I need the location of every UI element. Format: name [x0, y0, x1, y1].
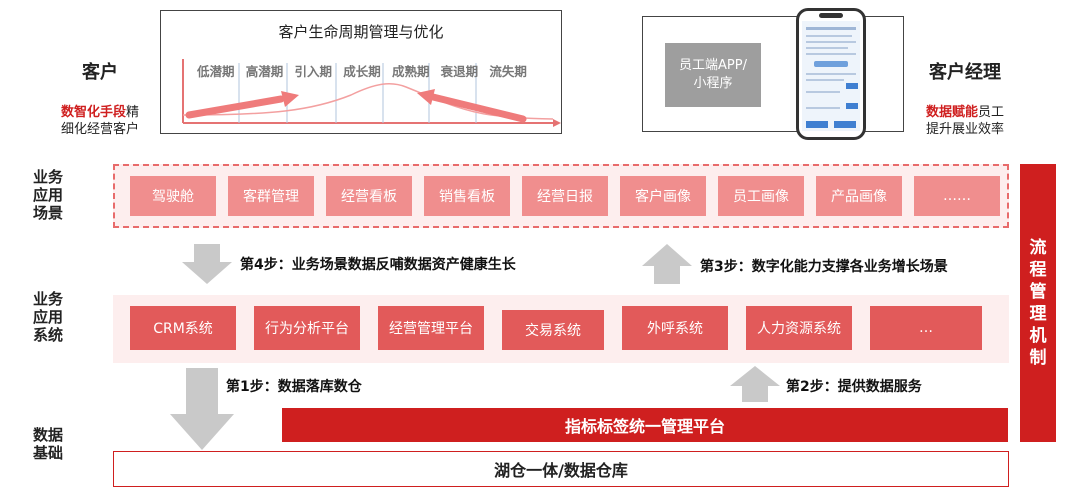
- phone-notch: [819, 13, 843, 18]
- row-label-text: 应用: [32, 308, 63, 326]
- lifecycle-arrow-down-head: [417, 89, 435, 105]
- lakehouse-bar: 湖仓一体/数据仓库: [113, 451, 1009, 487]
- lifecycle-panel: 客户生命周期管理与优化 低潜期 高潜期 引入期 成长期 成熟期 衰退期 流失期: [160, 10, 562, 134]
- scenario-item: 驾驶舱: [130, 176, 216, 216]
- step2-arrow-up: [730, 366, 780, 402]
- employee-app-label-line1: 员工端APP/: [679, 58, 747, 73]
- manager-desc: 数据赋能员工 提升展业效率: [905, 104, 1025, 138]
- lifecycle-chart: [182, 59, 561, 127]
- row-label-scenarios: 业务 应用 场景: [28, 168, 68, 222]
- row-label-text: 系统: [32, 326, 63, 344]
- customer-desc: 数智化手段精 细化经营客户: [40, 104, 160, 138]
- step3-arrow-up: [642, 244, 692, 284]
- system-item: …: [870, 306, 982, 350]
- scenario-item: ……: [914, 176, 1000, 216]
- row-label-text: 基础: [32, 444, 63, 462]
- phase-label: 成熟期: [391, 64, 430, 79]
- scenario-item: 产品画像: [816, 176, 902, 216]
- row-label-systems: 业务 应用 系统: [28, 290, 68, 344]
- scenario-item: 经营日报: [522, 176, 608, 216]
- phase-label: 高潜期: [245, 64, 284, 79]
- process-char: 流: [1029, 238, 1047, 258]
- customer-desc-line2: 细化经营客户: [60, 122, 139, 137]
- row-label-text: 数据: [32, 426, 63, 444]
- tag-platform-bar: 指标标签统一管理平台: [282, 408, 1008, 442]
- process-char: 管: [1029, 282, 1047, 302]
- lifecycle-x-arrow: [553, 119, 561, 127]
- step4-text: 第4步：业务场景数据反哺数据资产健康生长: [240, 257, 516, 273]
- system-item: 行为分析平台: [254, 306, 360, 350]
- manager-desc-highlight: 数据赋能: [925, 105, 978, 120]
- row-label-text: 场景: [32, 204, 63, 222]
- scenario-item: 员工画像: [718, 176, 804, 216]
- row-label-text: 应用: [32, 186, 63, 204]
- step1-arrow-down: [170, 368, 234, 450]
- lifecycle-arrow-up-head: [281, 91, 299, 107]
- phase-label: 引入期: [294, 64, 332, 79]
- process-char: 程: [1029, 260, 1047, 280]
- customer-desc-highlight: 数智化手段: [60, 105, 126, 120]
- process-mechanism-bar: 流 程 管 理 机 制: [1020, 164, 1056, 442]
- step2-text: 第2步：提供数据服务: [786, 379, 922, 395]
- scenario-item: 经营看板: [326, 176, 412, 216]
- system-item: 人力资源系统: [746, 306, 852, 350]
- customer-desc-rest: 精: [126, 105, 140, 120]
- system-item: CRM系统: [130, 306, 236, 350]
- customer-title: 客户: [82, 62, 118, 83]
- row-label-foundation: 数据 基础: [28, 426, 68, 462]
- phase-label: 成长期: [343, 64, 381, 79]
- system-item: 外呼系统: [622, 306, 728, 350]
- employee-app-label-line2: 小程序: [693, 76, 733, 91]
- process-char: 理: [1029, 304, 1047, 324]
- phase-label: 衰退期: [440, 64, 479, 79]
- step4-arrow-down: [182, 244, 232, 284]
- system-item: 经营管理平台: [378, 306, 484, 350]
- manager-desc-rest: 员工: [978, 105, 1005, 120]
- scenario-item: 销售看板: [424, 176, 510, 216]
- phone-screen: [802, 21, 860, 131]
- scenario-item: 客户画像: [620, 176, 706, 216]
- lifecycle-arrow-down: [429, 93, 527, 123]
- system-item: 交易系统: [502, 310, 604, 350]
- employee-app-box: 员工端APP/ 小程序: [665, 43, 761, 107]
- process-char: 机: [1029, 326, 1047, 346]
- lifecycle-title: 客户生命周期管理与优化: [278, 23, 444, 41]
- scenario-item: 客群管理: [228, 176, 314, 216]
- phone-mockup: [796, 8, 866, 140]
- lifecycle-arrow-up: [185, 95, 285, 119]
- step1-text: 第1步：数据落库数仓: [226, 379, 362, 395]
- phase-label: 流失期: [489, 64, 527, 79]
- process-char: 制: [1029, 348, 1047, 368]
- phase-label: 低潜期: [197, 64, 235, 79]
- row-label-text: 业务: [32, 290, 63, 308]
- manager-desc-line2: 提升展业效率: [925, 122, 1004, 137]
- manager-title: 客户经理: [929, 62, 1001, 83]
- row-label-text: 业务: [32, 168, 63, 186]
- step3-text: 第3步：数字化能力支撑各业务增长场景: [700, 259, 948, 275]
